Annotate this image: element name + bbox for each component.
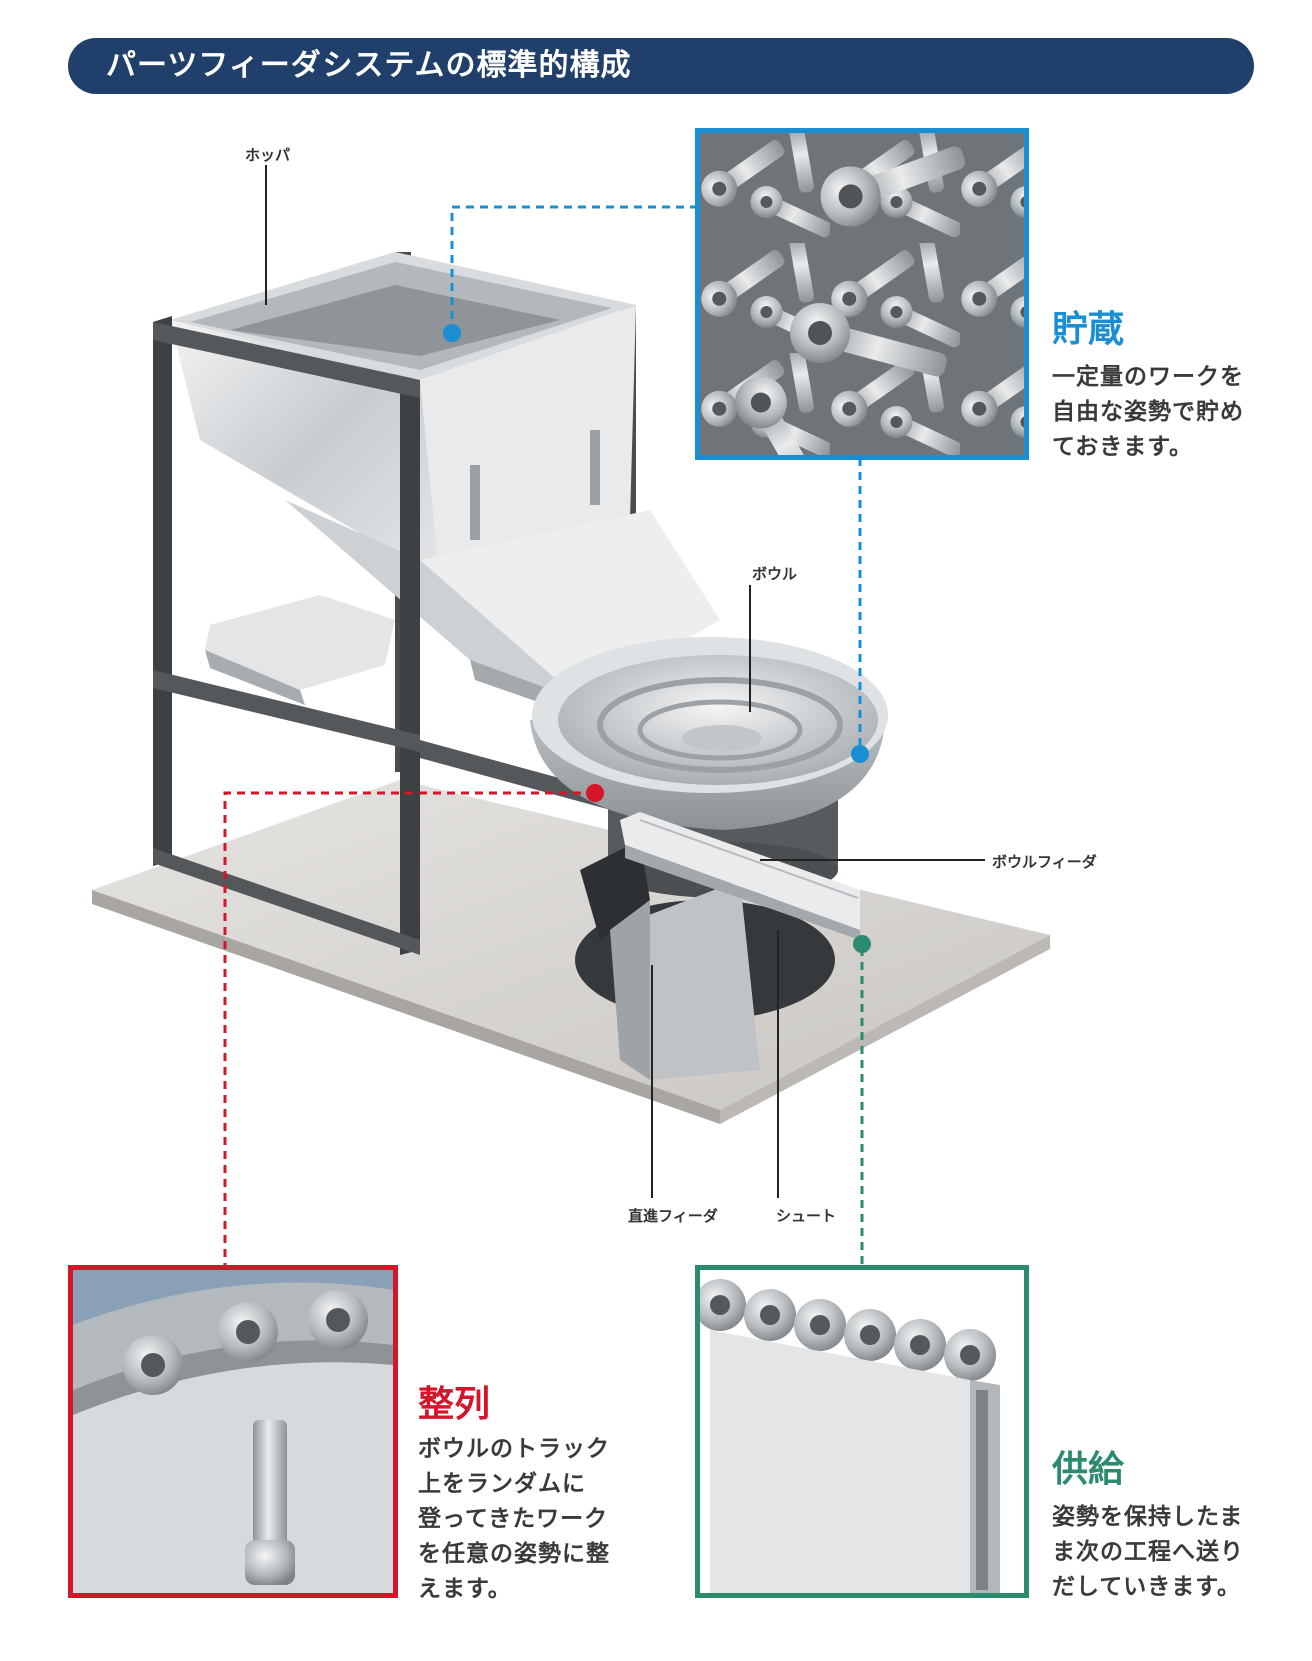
alignment-photo-frame [68,1265,398,1598]
bowl-track-image [73,1270,393,1593]
supply-heading: 供給 [1052,1449,1125,1490]
supply-connector [853,935,871,1265]
chute-rail [620,812,860,940]
alignment-connector [223,784,604,1265]
label-chute: シュート [776,1207,837,1225]
part-leader-lines [265,165,985,1198]
supply-description: 姿勢を保持したま ま次の工程へ送り だしていきます。 [1052,1504,1244,1600]
storage-description: 一定量のワークを 自由な姿勢で貯め ておきます。 [1052,364,1244,460]
frame-front [153,316,640,955]
storage-photo-frame [695,128,1029,460]
page-title: パーツフィーダシステムの標準的構成 [68,38,1254,94]
label-linear-feeder: 直進フィーダ [628,1207,718,1225]
label-bowl: ボウル [752,565,798,583]
supply-photo-frame [695,1265,1029,1598]
label-bowl-feeder: ボウルフィーダ [992,853,1097,871]
bolt-pile-image [700,133,1024,455]
linear-feeder [575,840,835,1080]
storage-heading: 貯蔵 [1052,309,1125,350]
bowl-feeder [530,637,888,898]
chute-bolts-image [700,1270,1024,1593]
alignment-heading: 整列 [418,1384,491,1425]
storage-connector [443,205,869,763]
label-hopper: ホッパ [245,146,291,164]
tray [205,595,395,705]
base-plate [92,780,1050,1124]
alignment-description: ボウルのトラック 上をランダムに 登ってきたワーク を任意の姿勢に整 えます。 [418,1436,610,1602]
